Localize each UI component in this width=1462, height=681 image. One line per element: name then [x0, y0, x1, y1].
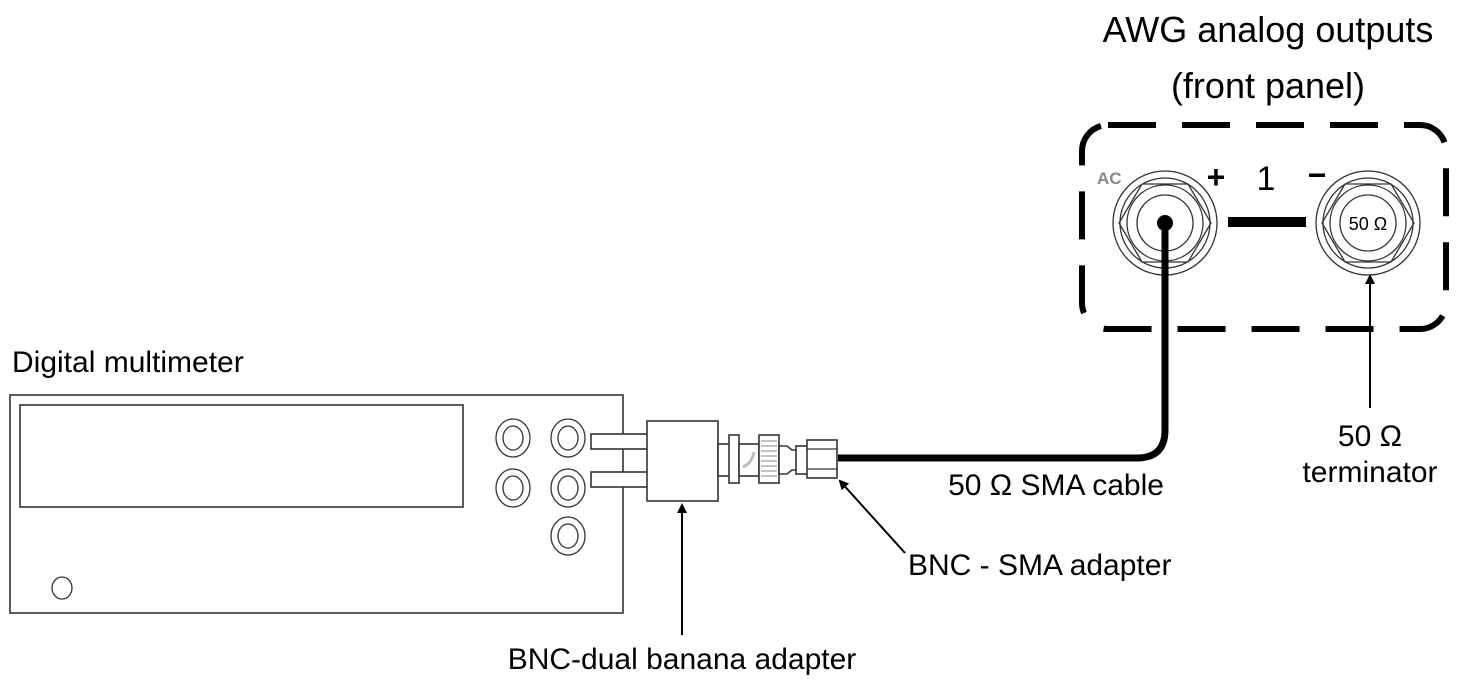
bnc-dual-banana-adapter [646, 420, 719, 502]
awg-subtitle: (front panel) [1171, 65, 1365, 106]
negative-output-connector: 50 Ω [1315, 170, 1421, 276]
terminator-label: terminator [1302, 456, 1437, 489]
terminator-label-value: 50 Ω [1338, 420, 1402, 453]
channel-label: 1 [1257, 160, 1276, 198]
sma-cable-label: 50 Ω SMA cable [948, 469, 1164, 502]
plus-label: + [1207, 159, 1226, 195]
ac-label: AC [1097, 169, 1122, 188]
awg-title: AWG analog outputs [1103, 9, 1434, 50]
bnc-connector [717, 434, 798, 484]
bnc-sma-adapter [795, 439, 838, 479]
power-button [51, 576, 73, 600]
channel-bar [1228, 217, 1306, 227]
digital-multimeter [9, 394, 624, 614]
awg-front-panel [1079, 122, 1449, 332]
banana-plug-top [590, 433, 649, 450]
sma-cable [838, 223, 1169, 462]
multimeter-label: Digital multimeter [12, 346, 244, 379]
input-jacks [495, 418, 586, 556]
terminator-value-label: 50 Ω [1349, 214, 1387, 234]
multimeter-display [19, 404, 464, 508]
banana-plug-bottom [590, 471, 649, 488]
bnc-banana-adapter-label: BNC-dual banana adapter [508, 643, 857, 676]
bnc-sma-adapter-label: BNC - SMA adapter [908, 549, 1171, 582]
bnc-sma-adapter-arrow [838, 479, 906, 554]
minus-label: − [1308, 157, 1327, 193]
